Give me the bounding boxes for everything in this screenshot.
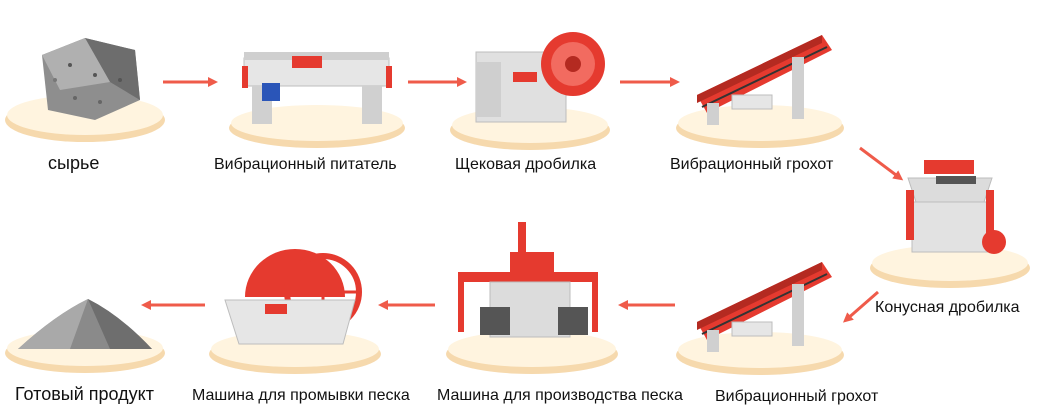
vibrating-screen-icon bbox=[676, 262, 844, 375]
step-product bbox=[0, 285, 170, 377]
label-washer: Машина для промывки песка bbox=[192, 387, 410, 404]
sand-pile-icon bbox=[5, 299, 165, 373]
step-feeder bbox=[222, 38, 412, 150]
sand-making-machine-icon bbox=[446, 222, 618, 374]
step-jaw bbox=[448, 22, 618, 150]
step-sandmaker bbox=[440, 212, 620, 377]
raw-stone-icon bbox=[5, 38, 165, 142]
label-jaw: Щековая дробилка bbox=[455, 156, 597, 173]
label-cone: Конусная дробилка bbox=[875, 299, 1020, 316]
step-washer bbox=[205, 242, 385, 377]
label-feeder: Вибрационный питатель bbox=[214, 156, 397, 173]
label-screen2: Вибрационный грохот bbox=[715, 388, 879, 405]
label-raw: сырье bbox=[48, 153, 100, 173]
vibrating-screen-icon bbox=[676, 35, 844, 148]
label-product: Готовый продукт bbox=[15, 384, 154, 404]
step-raw bbox=[0, 20, 180, 150]
step-screen1 bbox=[672, 25, 847, 150]
step-screen2 bbox=[672, 252, 847, 377]
jaw-crusher-icon bbox=[450, 32, 610, 150]
vibrating-feeder-icon bbox=[229, 52, 405, 148]
label-screen1: Вибрационный грохот bbox=[670, 156, 834, 173]
arrow-screen-to-cone bbox=[859, 146, 904, 181]
cone-crusher-icon bbox=[870, 160, 1030, 288]
label-sandmaker: Машина для производства песка bbox=[437, 387, 683, 404]
step-cone bbox=[866, 150, 1034, 290]
arrow-cone-to-screen bbox=[842, 290, 879, 323]
sand-washing-machine-icon bbox=[209, 249, 381, 374]
